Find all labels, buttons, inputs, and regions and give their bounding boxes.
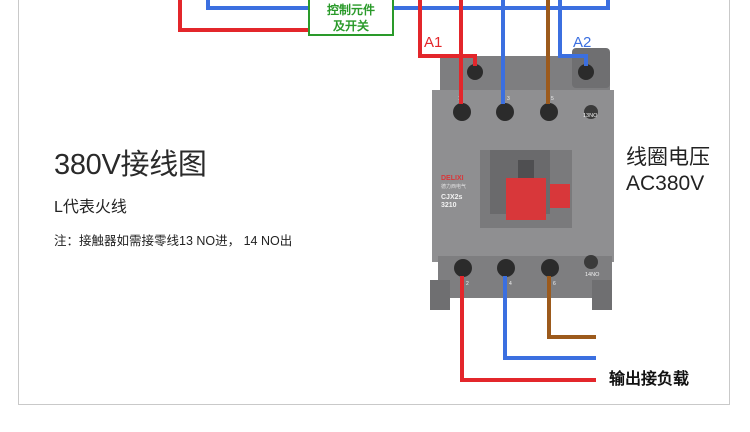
terminal-screw bbox=[453, 103, 471, 121]
aux-top-label: 13NO bbox=[583, 113, 598, 119]
wire-red-a1 bbox=[418, 0, 477, 66]
coil-voltage: 线圈电压 AC380V bbox=[626, 145, 710, 197]
rating-label: 3210 bbox=[441, 202, 457, 209]
wire-red-top bbox=[178, 0, 308, 32]
contactor-red-button bbox=[550, 184, 570, 208]
contactor-actuator-slot bbox=[518, 160, 534, 178]
terminal-screw bbox=[584, 105, 598, 119]
brand-logo: DELIXI bbox=[441, 175, 464, 182]
wire-brown-out bbox=[547, 276, 596, 339]
contactor-red-actuator bbox=[506, 178, 546, 220]
terminal-screw bbox=[578, 64, 594, 80]
coil-voltage-value: AC380V bbox=[626, 172, 705, 195]
top-pin-label: 5 bbox=[551, 96, 554, 102]
top-pin-label: 3 bbox=[507, 96, 510, 102]
terminal-a2-label: A2 bbox=[573, 34, 592, 51]
bottom-pin-label: 4 bbox=[509, 281, 512, 287]
contactor-bottom-foot bbox=[430, 280, 450, 310]
model-label: CJX2s bbox=[441, 194, 463, 201]
output-load-label: 输出接负载 bbox=[609, 371, 690, 388]
coil-voltage-label: 线圈电压 bbox=[626, 146, 710, 169]
wire-blue-top bbox=[206, 0, 308, 10]
terminal-screw bbox=[467, 64, 483, 80]
wire-red-out bbox=[460, 276, 596, 382]
terminal-screw bbox=[584, 255, 598, 269]
control-switch-box: 控制元件 及开关 bbox=[308, 0, 394, 36]
wire-blue-out bbox=[503, 276, 596, 360]
terminal-screw bbox=[540, 103, 558, 121]
bottom-pin-label: 6 bbox=[553, 281, 556, 287]
contactor-bottom-foot bbox=[592, 280, 612, 310]
terminal-screw bbox=[497, 259, 515, 277]
bottom-terminals bbox=[454, 255, 598, 277]
terminal-a1-label: A1 bbox=[424, 34, 443, 51]
wiring-note: 注：接触器如需接零线13 NO进， 14 NO出 bbox=[54, 234, 293, 248]
bottom-pin-label: 2 bbox=[466, 281, 469, 287]
wire-blue-top-right bbox=[394, 0, 610, 10]
terminal-screw bbox=[541, 259, 559, 277]
terminal-screw bbox=[496, 103, 514, 121]
legend-line: L代表火线 bbox=[54, 199, 127, 216]
top-terminals bbox=[453, 64, 598, 121]
panel-frame bbox=[18, 0, 730, 405]
terminal-screw bbox=[454, 259, 472, 277]
aux-bottom-label: 14NO bbox=[585, 272, 600, 278]
brand-sub: 德力西电气 bbox=[441, 183, 466, 190]
control-box-line2: 及开关 bbox=[332, 19, 369, 33]
control-box-line1: 控制元件 bbox=[326, 3, 375, 17]
page-title: 380V接线图 bbox=[54, 149, 207, 181]
wire-blue-a2 bbox=[558, 0, 588, 66]
